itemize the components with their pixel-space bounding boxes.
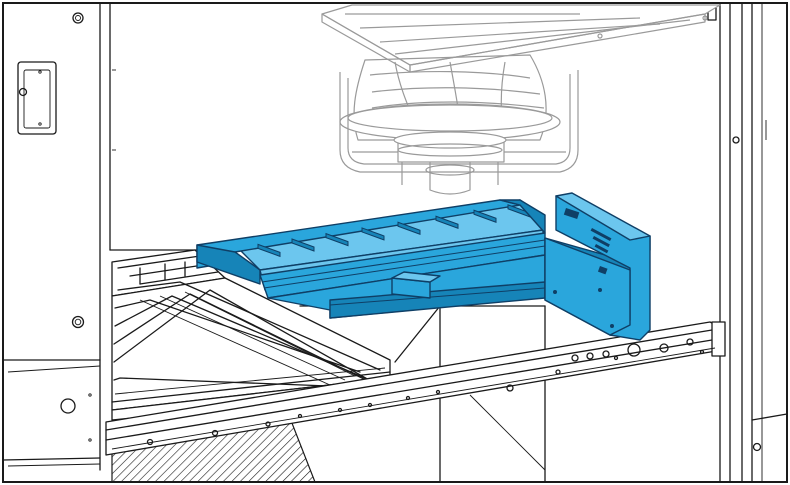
- bolt-icon: [72, 12, 84, 24]
- left-cabinet-panel: [2, 2, 116, 471]
- highlighted-filter-frame: [196, 199, 546, 319]
- fan-unit-icon: [321, 4, 721, 195]
- filter-slat: [325, 232, 349, 247]
- bolt-icon: [71, 315, 85, 329]
- filter-slat: [473, 209, 497, 223]
- filter-slat: [291, 238, 315, 252]
- right-cabinet-post: [707, 2, 788, 483]
- front-rail: [105, 321, 726, 456]
- control-box-icon: [544, 192, 651, 341]
- cable-hole: [60, 398, 76, 414]
- filter-slat: [361, 227, 385, 241]
- filter-slat: [257, 243, 281, 258]
- filter-slat: [397, 221, 421, 235]
- filter-slat: [435, 215, 459, 229]
- rail-holes: [146, 338, 705, 446]
